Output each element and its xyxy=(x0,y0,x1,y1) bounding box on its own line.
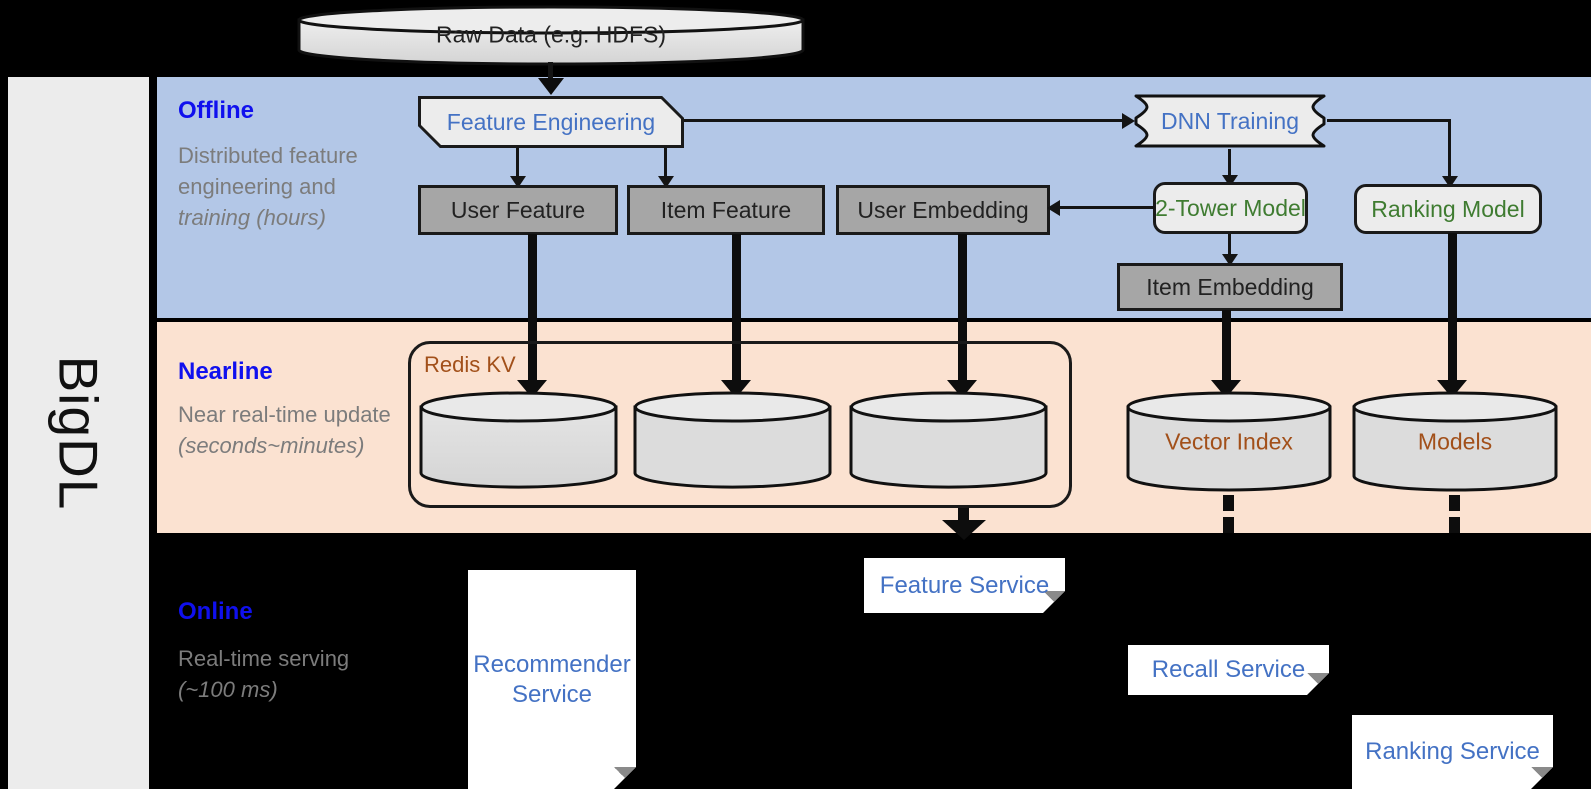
nearline-band-subtitle: Near real-time update (seconds~minutes) xyxy=(178,402,391,459)
connector-itemfeature-store xyxy=(732,234,741,386)
node-feature-engineering[interactable]: Feature Engineering xyxy=(418,96,684,148)
connector-models-ranking-dash2 xyxy=(1449,517,1460,533)
models-cylinder[interactable]: Models xyxy=(1351,390,1559,493)
connector-dnn-twotower xyxy=(1228,149,1231,179)
node-feature-service[interactable]: Feature Service xyxy=(864,558,1065,613)
node-ranking-model[interactable]: Ranking Model xyxy=(1354,184,1542,234)
node-2-tower-model[interactable]: 2-Tower Model xyxy=(1153,182,1308,234)
nearline-band-title: Nearline xyxy=(178,358,273,385)
node-2-tower-model-label: 2-Tower Model xyxy=(1155,194,1306,221)
bigdl-label: BigDL xyxy=(47,355,110,511)
online-band-title: Online xyxy=(178,598,253,625)
node-user-feature[interactable]: User Feature xyxy=(418,185,618,235)
node-item-feature[interactable]: Item Feature xyxy=(627,185,825,235)
connector-rankingmodel-models xyxy=(1448,233,1457,386)
node-item-embedding-label: Item Embedding xyxy=(1146,273,1314,300)
node-item-feature-label: Item Feature xyxy=(660,196,792,223)
arrowhead-fe-dnn xyxy=(1122,113,1135,129)
connector-twotower-userembedding xyxy=(1060,206,1155,209)
page-fold-icon xyxy=(614,767,636,789)
offline-band-subtitle: Distributed feature engineering and trai… xyxy=(178,143,358,231)
redis-kv-label: Redis KV xyxy=(424,352,516,377)
page-fold-icon xyxy=(1531,767,1553,789)
connector-twotower-itemembedding xyxy=(1228,234,1231,258)
arrowhead-twotower-userembedding xyxy=(1047,200,1060,216)
offline-band-title: Offline xyxy=(178,97,254,124)
connector-userembedding-store xyxy=(958,234,967,386)
connector-vectorindex-recall-dash2 xyxy=(1223,517,1234,533)
connector-dnn-ranking-v xyxy=(1448,119,1451,180)
redis-kv-container xyxy=(408,341,1072,508)
node-ranking-model-label: Ranking Model xyxy=(1371,195,1525,222)
store-item-feature-cylinder[interactable] xyxy=(632,390,833,490)
node-recall-service[interactable]: Recall Service xyxy=(1128,645,1329,695)
node-dnn-training-label: DNN Training xyxy=(1160,107,1300,134)
node-feature-service-label: Feature Service xyxy=(879,571,1050,599)
online-band-subtitle: Real-time serving (~100 ms) xyxy=(178,646,350,703)
connector-models-ranking-dash1 xyxy=(1449,495,1460,511)
store-user-feature-cylinder[interactable] xyxy=(418,390,619,490)
node-recall-service-label: Recall Service xyxy=(1151,656,1306,683)
connector-dnn-ranking-h xyxy=(1327,119,1451,122)
node-ranking-service-label: Ranking Service xyxy=(1365,738,1540,765)
connector-fe-itemfeature xyxy=(664,148,667,180)
node-ranking-service[interactable]: Ranking Service xyxy=(1352,715,1553,789)
connector-vectorindex-recall-dash1 xyxy=(1223,495,1234,511)
node-item-embedding[interactable]: Item Embedding xyxy=(1117,263,1343,311)
connector-fe-dnn xyxy=(684,119,1131,122)
connector-rawdata-fe xyxy=(548,62,553,82)
raw-data-cylinder: Raw Data (e.g. HDFS) xyxy=(296,4,806,66)
connector-itemembedding-vectorindex xyxy=(1222,310,1231,386)
node-user-embedding[interactable]: User Embedding xyxy=(836,185,1050,235)
connector-redis-featureservice-stub xyxy=(958,508,969,522)
vector-index-cylinder[interactable]: Vector Index xyxy=(1125,390,1333,493)
bigdl-rail: BigDL xyxy=(8,77,149,789)
node-feature-engineering-label: Feature Engineering xyxy=(446,108,656,135)
node-user-embedding-label: User Embedding xyxy=(857,196,1029,223)
node-recommender-service-label: Recommender Service xyxy=(473,650,631,708)
arrowhead-rawdata-fe xyxy=(538,78,564,95)
connector-fe-userfeature xyxy=(516,148,519,180)
arrowhead-redis-featureservice xyxy=(942,520,986,540)
store-user-embedding-cylinder[interactable] xyxy=(848,390,1049,490)
node-recommender-service[interactable]: Recommender Service xyxy=(468,570,636,789)
node-dnn-training[interactable]: DNN Training xyxy=(1133,93,1327,149)
node-user-feature-label: User Feature xyxy=(450,196,586,223)
connector-userfeature-store xyxy=(528,234,537,386)
